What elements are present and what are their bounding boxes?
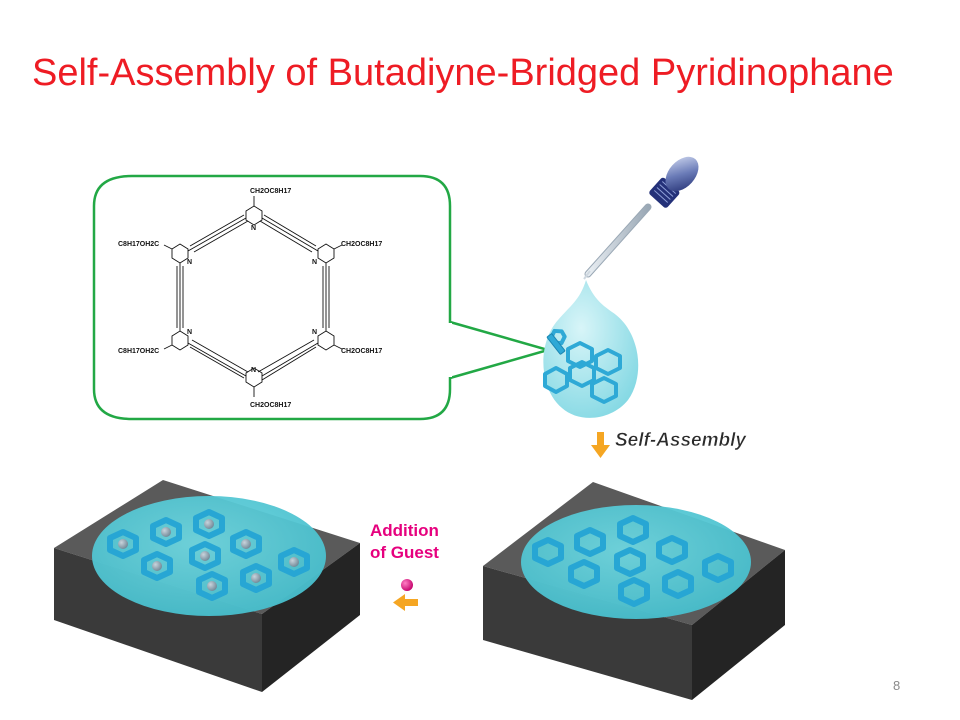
substituent-top-label: CH2OC8H17 (250, 188, 291, 195)
butadiyne-bridge-right (322, 263, 330, 331)
hexagon-array-left (107, 509, 310, 601)
nitrogen-label-upper-left: N (187, 259, 192, 266)
substituent-lower-right-label: CH2OC8H17 (341, 348, 382, 355)
butadiyne-bridge-left (176, 263, 184, 331)
butadiyne-bridge-top-right (259, 214, 319, 253)
nitrogen-label-bottom: N (251, 367, 256, 374)
slide-title: Self-Assembly of Butadiyne-Bridged Pyrid… (32, 52, 894, 94)
substituent-lower-left-label: C8H17OH2C (118, 348, 159, 355)
dissolved-molecules (543, 328, 622, 404)
pyridinophane-structure (163, 196, 343, 397)
butadiyne-bridge-top-left (187, 214, 249, 253)
guest-spheres-left (118, 519, 299, 591)
molecule-callout (92, 174, 553, 421)
butadiyne-bridge-bottom-right (257, 339, 319, 381)
substituent-upper-left-label: C8H17OH2C (118, 241, 159, 248)
substrate-assembled (483, 482, 785, 700)
pyridine-ring-top (245, 205, 263, 226)
pyridine-ring-lower-left (171, 330, 189, 351)
nitrogen-label-lower-left: N (187, 329, 192, 336)
nitrogen-label-top: N (251, 225, 256, 232)
self-assembly-arrow-icon (591, 432, 610, 458)
nitrogen-label-lower-right: N (312, 329, 317, 336)
guest-molecule-icon (401, 579, 413, 591)
addition-arrow-icon (393, 594, 418, 611)
slide-number: 8 (893, 678, 901, 693)
addition-label-line1: Addition (370, 521, 439, 540)
self-assembly-label: Self-Assembly (615, 430, 747, 451)
substituent-bottom-label: CH2OC8H17 (250, 402, 291, 409)
butadiyne-bridge-bottom-left (187, 339, 249, 379)
pyridine-ring-lower-right (317, 330, 335, 351)
dropper-icon (583, 156, 699, 280)
nitrogen-label-upper-right: N (312, 259, 317, 266)
hexagon-array-right (532, 515, 734, 607)
addition-label-line2: of Guest (370, 543, 439, 562)
substituent-upper-right-label: CH2OC8H17 (341, 241, 382, 248)
